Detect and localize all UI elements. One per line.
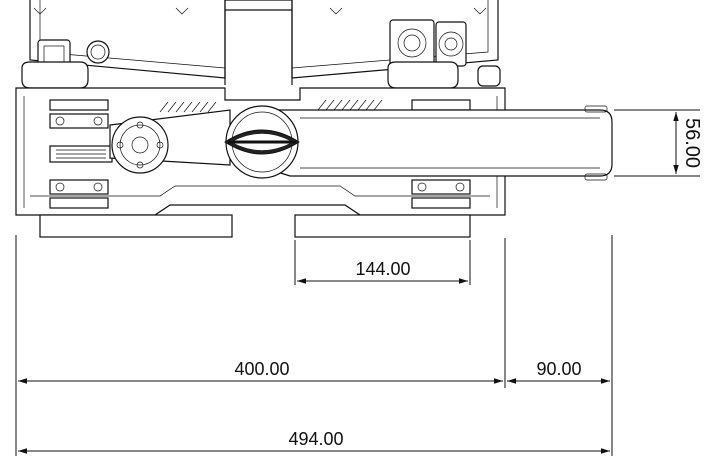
top-housing xyxy=(29,0,499,85)
right-connectors xyxy=(389,19,467,67)
dim-arm-height-label: 56.00 xyxy=(681,118,703,168)
side-handles xyxy=(21,61,501,89)
extension-arm xyxy=(264,105,613,181)
dim-arm-height xyxy=(614,109,700,177)
clamp-knob xyxy=(224,105,300,179)
yoke-hub xyxy=(109,109,231,174)
dim-slot-width-label: 144.00 xyxy=(355,259,410,279)
cooling-fins xyxy=(159,99,383,113)
dim-arm-extension-label: 90.00 xyxy=(536,359,581,379)
dim-body-width-label: 400.00 xyxy=(234,359,289,379)
extension-lines xyxy=(15,235,613,456)
rail-slots xyxy=(49,99,471,209)
dim-overall-width-label: 494.00 xyxy=(288,429,343,449)
